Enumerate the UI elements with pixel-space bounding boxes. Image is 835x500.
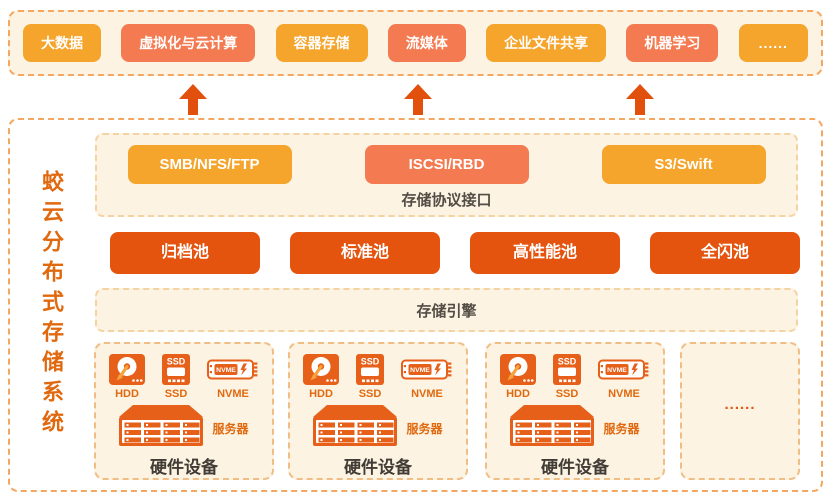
protocol-interface-section: SMB/NFS/FTP ISCSI/RBD S3/Swift 存储协议接口 [95, 133, 798, 217]
device-ssd: SSD SSD [356, 353, 384, 400]
app-node-more: ...... [738, 24, 808, 62]
storage-system-panel: 蛟云分布式存储系统 SMB/NFS/FTP ISCSI/RBD S3/Swift… [8, 118, 823, 492]
pool-node-all-flash: 全闪池 [650, 232, 800, 274]
hdd-label: HDD [115, 388, 139, 400]
server-label: 服务器 [603, 421, 640, 436]
server-icon [313, 405, 398, 451]
svg-text:NVME: NVME [216, 367, 236, 374]
up-arrow-icon [626, 84, 654, 115]
pool-node-standard: 标准池 [290, 232, 440, 274]
ssd-icon: SSD [356, 353, 384, 385]
hardware-node-title: 硬件设备 [150, 458, 218, 477]
up-arrow-icon [404, 84, 432, 115]
storage-pools-row: 归档池 标准池 高性能池 全闪池 [110, 232, 800, 274]
device-nvme: NVME NVME [401, 353, 453, 400]
svg-text:NVME: NVME [607, 367, 627, 374]
device-hdd: HDD [303, 353, 339, 400]
svg-text:SSD: SSD [167, 356, 186, 366]
device-ssd: SSD SSD [162, 353, 190, 400]
device-hdd: HDD [109, 353, 145, 400]
hdd-icon [109, 353, 145, 385]
hdd-label: HDD [309, 388, 333, 400]
app-node-big-data: 大数据 [23, 24, 101, 62]
system-title-vertical: 蛟云分布式存储系统 [39, 170, 64, 440]
hdd-icon [303, 353, 339, 385]
protocol-section-label: 存储协议接口 [401, 192, 492, 209]
pool-node-high-performance: 高性能池 [470, 232, 620, 274]
ssd-icon: SSD [162, 353, 190, 385]
storage-engine-label: 存储引擎 [416, 302, 477, 320]
protocol-node-iscsi-rbd: ISCSI/RBD [364, 145, 529, 184]
app-node-machine-learning: 机器学习 [626, 24, 719, 62]
nvme-icon: NVME [401, 353, 453, 385]
device-ssd: SSD SSD [553, 353, 581, 400]
svg-text:SSD: SSD [558, 356, 577, 366]
up-arrow-icon [179, 84, 207, 115]
device-nvme: NVME NVME [598, 353, 650, 400]
ssd-label: SSD [164, 388, 188, 400]
hardware-node-title: 硬件设备 [344, 458, 412, 477]
protocol-node-smb-nfs-ftp: SMB/NFS/FTP [127, 145, 292, 184]
server-label: 服务器 [406, 421, 443, 436]
nvme-icon: NVME [598, 353, 650, 385]
hardware-node-3: HDD SSD SSD [485, 342, 665, 480]
hardware-more-label: ...... [724, 395, 756, 413]
app-node-enterprise-file-sharing: 企业文件共享 [486, 24, 607, 62]
nvme-label: NVME [608, 388, 640, 400]
ssd-label: SSD [358, 388, 382, 400]
storage-engine-bar: 存储引擎 [95, 288, 798, 332]
protocol-node-s3-swift: S3/Swift [601, 145, 766, 184]
hardware-node-title: 硬件设备 [541, 458, 609, 477]
device-nvme: NVME NVME [207, 353, 259, 400]
pool-node-archive: 归档池 [110, 232, 260, 274]
hdd-icon [500, 353, 536, 385]
nvme-icon: NVME [207, 353, 259, 385]
nvme-label: NVME [217, 388, 249, 400]
server-label: 服务器 [212, 421, 249, 436]
hardware-node-2: HDD SSD SSD [288, 342, 468, 480]
svg-text:SSD: SSD [361, 356, 380, 366]
nvme-label: NVME [411, 388, 443, 400]
applications-panel: 大数据 虚拟化与云计算 容器存储 流媒体 企业文件共享 机器学习 ...... [8, 10, 823, 76]
device-hdd: HDD [500, 353, 536, 400]
server-icon [119, 405, 204, 451]
hardware-node-more: ...... [680, 342, 800, 480]
app-node-streaming-media: 流媒体 [387, 24, 466, 62]
app-node-virtualization-cloud: 虚拟化与云计算 [121, 24, 256, 62]
hardware-node-1: HDD SSD SSD [94, 342, 274, 480]
ssd-icon: SSD [553, 353, 581, 385]
hdd-label: HDD [506, 388, 530, 400]
app-node-container-storage: 容器存储 [275, 24, 368, 62]
ssd-label: SSD [555, 388, 579, 400]
server-icon [510, 405, 595, 451]
svg-text:NVME: NVME [410, 367, 430, 374]
